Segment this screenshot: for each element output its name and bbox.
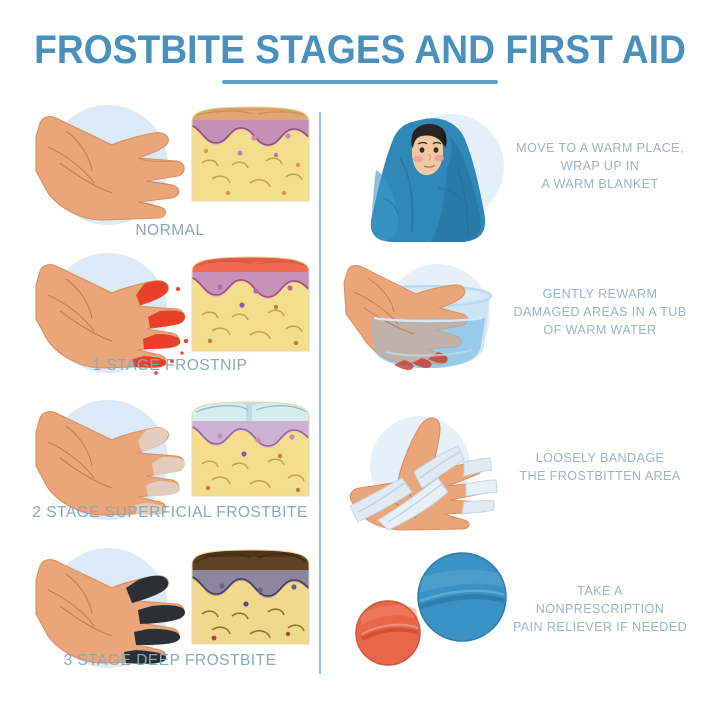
aid-instruction-rewarm-water: GENTLY REWARM DAMAGED AREAS IN A TUB OF … (490, 286, 710, 340)
skin-cross-section-stage-2 (191, 401, 310, 497)
instruction-line: TAKE A (577, 584, 623, 598)
stage-caption-1: 1 STAGE FROSTNIP (92, 357, 248, 374)
stage-row-3: 3 STAGE DEEP FROSTBITE (20, 540, 320, 690)
two-pills-illustration (355, 552, 507, 666)
aid-row-warm-place: MOVE TO A WARM PLACE, WRAP UP IN A WARM … (340, 100, 710, 250)
instruction-line: THE FROSTBITTEN AREA (519, 468, 681, 483)
stage-caption-2: 2 STAGE SUPERFICIAL FROSTBITE (32, 504, 308, 521)
stage-row-2: 2 STAGE SUPERFICIAL FROSTBITE (20, 392, 320, 542)
aid-instruction-pain-reliever: TAKE A NONPRESCRIPTION PAIN RELIEVER IF … (490, 583, 710, 637)
title-underline (222, 80, 498, 84)
instruction-line: PAIN RELIEVER IF NEEDED (512, 619, 688, 634)
bandaged-hand-illustration (349, 417, 498, 531)
instruction-line: GENTLY REWARM (542, 287, 658, 301)
instruction-line: NONPRESCRIPTION (535, 601, 665, 616)
instruction-line: WRAP UP IN (560, 158, 640, 173)
instruction-line: MOVE TO A WARM PLACE, (516, 141, 684, 155)
hand-illustration-deep-frostbite (35, 559, 186, 664)
stage-caption-normal: NORMAL (135, 222, 205, 239)
person-wrapped-in-blanket-illustration (370, 118, 486, 242)
instruction-line: OF WARM WATER (543, 322, 657, 337)
skin-cross-section-stage-3 (191, 549, 310, 645)
aid-row-rewarm-water: GENTLY REWARM DAMAGED AREAS IN A TUB OF … (340, 258, 710, 388)
stage-row-normal: NORMAL (20, 95, 320, 245)
instruction-line: LOOSELY BANDAGE (535, 451, 665, 465)
stage-caption-3: 3 STAGE DEEP FROSTBITE (63, 652, 277, 669)
aid-row-pain-reliever: TAKE A NONPRESCRIPTION PAIN RELIEVER IF … (340, 545, 710, 675)
hand-illustration-frostnip (35, 264, 197, 375)
column-divider (319, 112, 321, 674)
aid-instruction-warm-place: MOVE TO A WARM PLACE, WRAP UP IN A WARM … (490, 140, 710, 194)
page-header: FROSTBITE STAGES AND FIRST AID (0, 30, 720, 84)
stage-row-1: 1 STAGE FROSTNIP (20, 245, 320, 395)
skin-cross-section-normal (191, 106, 310, 202)
aid-instruction-bandage: LOOSELY BANDAGE THE FROSTBITTEN AREA (490, 450, 710, 486)
skin-cross-section-stage-1 (191, 256, 310, 352)
hand-illustration-normal (35, 116, 185, 221)
aid-row-bandage: LOOSELY BANDAGE THE FROSTBITTEN AREA (340, 410, 710, 540)
hand-illustration-superficial (35, 411, 186, 516)
instruction-line: DAMAGED AREAS IN A TUB (513, 304, 687, 319)
page-title: FROSTBITE STAGES AND FIRST AID (34, 28, 686, 72)
hand-in-water-tub-illustration (343, 265, 492, 371)
instruction-line: A WARM BLANKET (541, 176, 659, 191)
